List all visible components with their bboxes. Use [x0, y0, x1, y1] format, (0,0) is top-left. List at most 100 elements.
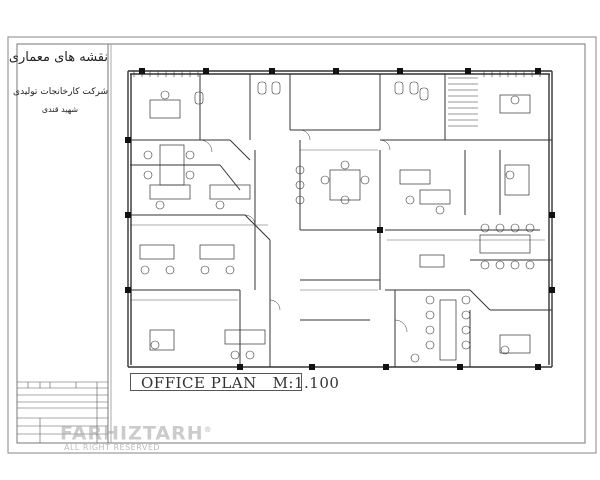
- toilet: [257, 81, 267, 95]
- chair: [461, 310, 471, 320]
- column: [383, 364, 389, 370]
- chair: [495, 223, 505, 233]
- registered-symbol: ®: [203, 425, 213, 434]
- chair: [461, 325, 471, 335]
- column: [333, 68, 339, 74]
- floor-plan: [125, 68, 555, 370]
- chair: [185, 170, 195, 180]
- column: [535, 364, 541, 370]
- chair: [155, 200, 165, 210]
- chair: [143, 170, 153, 180]
- chair: [510, 260, 520, 270]
- wall: [244, 214, 271, 241]
- desk: [499, 334, 531, 354]
- desk: [419, 254, 445, 268]
- chair: [140, 265, 150, 275]
- chair: [340, 195, 350, 205]
- chair: [510, 95, 520, 105]
- column: [549, 212, 555, 218]
- company-name: شرکت کارخانجات تولیدی: [13, 87, 108, 97]
- column: [125, 212, 131, 218]
- outer-border: [7, 36, 597, 454]
- column: [309, 364, 315, 370]
- desk: [419, 189, 451, 205]
- chair: [225, 265, 235, 275]
- drawing-title-box: OFFICE PLAN M:1.100: [130, 373, 339, 392]
- chair: [525, 260, 535, 270]
- desk: [499, 94, 531, 114]
- chair: [505, 170, 515, 180]
- chair: [360, 175, 370, 185]
- title-block-table: [17, 381, 108, 443]
- desk: [149, 329, 175, 351]
- chair: [340, 160, 350, 170]
- column: [549, 287, 555, 293]
- wall: [229, 139, 251, 161]
- column: [377, 227, 383, 233]
- chair: [435, 205, 445, 215]
- door-swing: [199, 139, 213, 153]
- chair: [295, 165, 305, 175]
- chair: [495, 260, 505, 270]
- column: [397, 68, 403, 74]
- desk: [149, 184, 191, 200]
- watermark-brand-text: FARHIZTARH: [60, 422, 204, 445]
- chair: [200, 265, 210, 275]
- column: [457, 364, 463, 370]
- watermark-brand: FARHIZTARH®: [60, 419, 213, 444]
- chair: [165, 265, 175, 275]
- chair: [230, 350, 240, 360]
- chair: [480, 260, 490, 270]
- wall: [219, 164, 241, 191]
- drawing-scale: M:1.100: [272, 374, 340, 392]
- chair: [500, 345, 510, 355]
- desk: [329, 169, 361, 201]
- desk: [439, 299, 457, 361]
- watermark-rights: ALL RIGHT RESERVED: [64, 443, 161, 452]
- desk: [479, 234, 531, 254]
- chair: [525, 223, 535, 233]
- desk: [504, 164, 530, 196]
- chair: [510, 223, 520, 233]
- door-swing: [269, 299, 281, 311]
- toilet: [194, 91, 204, 105]
- column: [203, 68, 209, 74]
- chair: [245, 350, 255, 360]
- inner-border: [16, 43, 586, 444]
- drawing-title: OFFICE PLAN: [141, 374, 257, 392]
- desk: [199, 244, 235, 260]
- door-swing: [299, 129, 311, 141]
- chair: [425, 310, 435, 320]
- chair: [410, 353, 420, 363]
- chair: [320, 175, 330, 185]
- column: [125, 137, 131, 143]
- column: [237, 364, 243, 370]
- toilet: [409, 81, 419, 95]
- column: [465, 68, 471, 74]
- chair: [185, 150, 195, 160]
- chair: [295, 180, 305, 190]
- toilet: [271, 81, 281, 95]
- desk: [139, 244, 175, 260]
- chair: [143, 150, 153, 160]
- toilet: [419, 87, 429, 101]
- desk: [224, 329, 266, 345]
- chair: [425, 325, 435, 335]
- chair: [160, 90, 170, 100]
- chair: [425, 295, 435, 305]
- toilet: [394, 81, 404, 95]
- chair: [215, 200, 225, 210]
- column: [125, 287, 131, 293]
- wall: [469, 289, 491, 311]
- door-swing: [244, 214, 256, 226]
- chair: [480, 223, 490, 233]
- chair: [461, 295, 471, 305]
- desk: [149, 99, 181, 119]
- chair: [405, 195, 415, 205]
- chair: [461, 340, 471, 350]
- desk: [399, 169, 431, 185]
- column: [269, 68, 275, 74]
- chair: [150, 340, 160, 350]
- chair: [295, 195, 305, 205]
